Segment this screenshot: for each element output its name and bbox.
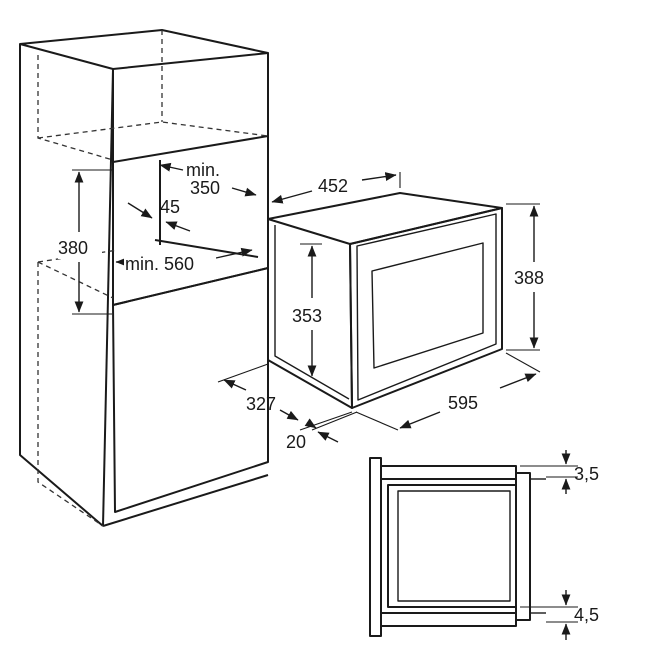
- cabinet-left-side: [19, 44, 104, 527]
- hidden-line-shelf: [37, 261, 114, 299]
- section-detail: 3,5 4,5: [369, 450, 599, 640]
- dim-niche-depth-label-line1: min.: [186, 160, 220, 180]
- dim-595-arrow-left: [399, 411, 441, 429]
- dim-452-arrow-right: [361, 172, 397, 181]
- dim-gap-bottom: 4,5: [574, 605, 599, 625]
- dim-niche-depth-label-line2: 350: [190, 178, 220, 198]
- hidden-line-bottom: [37, 262, 104, 527]
- oven-side-inner-edge: [274, 225, 350, 400]
- dim-327-arrow-right: [279, 409, 299, 421]
- dim-327-arrow-left: [223, 379, 247, 391]
- dim-oven-front-width: 595: [448, 393, 478, 413]
- dim-452-arrow-left: [271, 190, 313, 204]
- dim-560-arrow-right: [215, 247, 253, 259]
- oven-window: [371, 242, 484, 369]
- hidden-line-top-back: [37, 121, 269, 139]
- cabinet-top-face: [19, 29, 269, 70]
- dim-oven-depth-top: 452: [318, 176, 348, 196]
- section-oven-body: [387, 484, 517, 608]
- dim-45-arrow-b: [165, 221, 191, 232]
- cabinet-upper-front: [112, 53, 269, 163]
- cabinet-base-edge: [102, 474, 269, 527]
- dim-oven-front-height: 388: [514, 268, 544, 288]
- dim-45-arrow-a: [127, 202, 153, 219]
- section-top-board: [381, 465, 517, 480]
- oven-front-inner: [356, 213, 497, 401]
- cabinet-lower-door: [112, 267, 269, 513]
- cabinet-dimensions: 380 min. 350 45 min. 560: [58, 160, 257, 315]
- dim-oven-depth-side: 327: [246, 394, 276, 414]
- dim-20-arrow-a: [304, 418, 317, 429]
- dim-20-arrow-b: [317, 431, 339, 443]
- dim-350-arrow-front: [231, 187, 257, 197]
- dim-oven-body-height: 353: [292, 306, 322, 326]
- section-oven-inner: [397, 490, 511, 602]
- dim-niche-height: 380: [58, 238, 88, 258]
- dim-front-offset: 20: [286, 432, 306, 452]
- oven: [267, 192, 503, 409]
- dim-niche-gap: 45: [160, 197, 180, 217]
- cabinet: [19, 29, 269, 527]
- section-front-frame: [515, 472, 531, 621]
- dim-350-arrow-back: [159, 162, 184, 172]
- dim-gap-top: 3,5: [574, 464, 599, 484]
- oven-dimensions: 452 388 353 327 20 595: [217, 172, 558, 452]
- oven-front-panel: [349, 207, 503, 409]
- cabinet-front-edge: [102, 68, 114, 527]
- dim-niche-width: min. 560: [125, 254, 194, 274]
- section-bottom-board: [381, 612, 517, 627]
- hidden-line-top-left: [37, 55, 114, 161]
- section-cabinet-wall: [369, 457, 382, 637]
- dim-595-arrow-right: [499, 373, 537, 389]
